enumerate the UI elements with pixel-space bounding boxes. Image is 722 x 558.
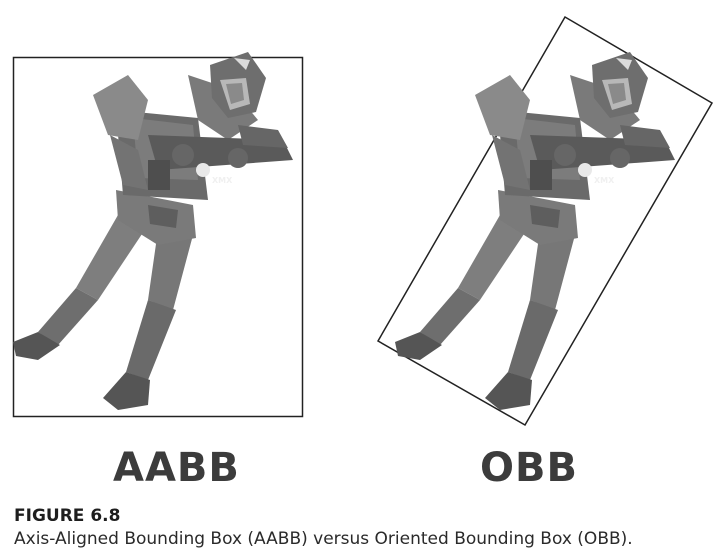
obb-soldier-figure bbox=[395, 52, 675, 410]
aabb-box bbox=[12, 56, 304, 418]
obb-label: OBB bbox=[480, 445, 578, 491]
aabb-panel: XMX bbox=[12, 52, 304, 418]
obb-panel: XMX bbox=[376, 15, 714, 427]
aabb-label: AABB bbox=[113, 445, 240, 491]
figure-caption: Axis-Aligned Bounding Box (AABB) versus … bbox=[14, 529, 633, 549]
obb-emblem: XMX bbox=[594, 176, 615, 185]
aabb-emblem: XMX bbox=[212, 176, 233, 185]
figure-number: FIGURE 6.8 bbox=[14, 506, 121, 526]
aabb-soldier-figure bbox=[13, 52, 293, 410]
